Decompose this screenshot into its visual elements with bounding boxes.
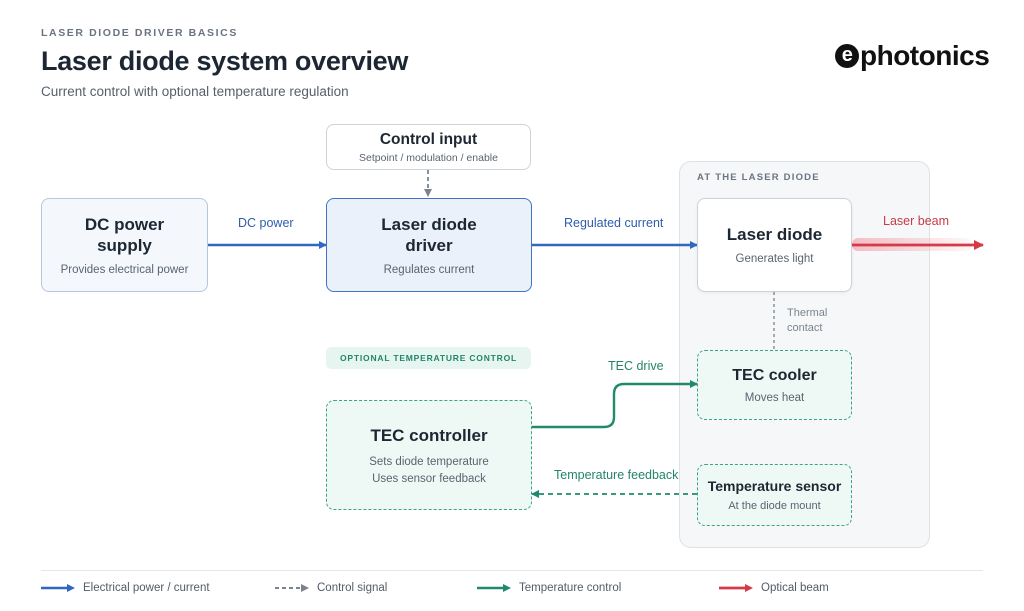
tec-controller-subtitle-1: Sets diode temperature	[369, 455, 489, 468]
laser-diode-driver-title: Laser diode driver	[381, 215, 477, 255]
laser-diode-driver-node[interactable]: Laser diode driver Regulates current	[326, 198, 532, 292]
tec-cooler-node[interactable]: TEC cooler Moves heat	[697, 350, 852, 420]
legend-item-electrical: Electrical power / current	[41, 582, 210, 594]
logo-text: photonics	[860, 40, 990, 71]
legend-item-control: Control signal	[275, 582, 387, 594]
company-logo: e photonics	[835, 40, 990, 72]
legend-electrical-label: Electrical power / current	[83, 582, 210, 594]
page-title: Laser diode system overview	[41, 46, 409, 76]
thermal-contact-label-line-1: Thermal	[787, 307, 828, 319]
thermal-contact-label: Thermal contact	[787, 306, 827, 336]
control-input-subtitle: Setpoint / modulation / enable	[359, 151, 498, 164]
legend-temperature-label: Temperature control	[519, 582, 622, 594]
legend-optical-swatch	[719, 584, 753, 592]
dc-power-supply-node[interactable]: DC power supply Provides electrical powe…	[41, 198, 208, 292]
control-input-node[interactable]: Control input Setpoint / modulation / en…	[326, 124, 531, 170]
laser-diode-title: Laser diode	[726, 225, 823, 244]
optional-temperature-tag: OPTIONAL TEMPERATURE CONTROL	[326, 347, 531, 369]
regulated-current-label: Regulated current	[564, 216, 664, 230]
dc-power-supply-title: DC power supply	[84, 215, 165, 255]
thermal-contact-label-line-2: contact	[787, 322, 823, 334]
temperature-sensor-node[interactable]: Temperature sensor At the diode mount	[697, 464, 852, 526]
legend-electrical-swatch	[41, 584, 75, 592]
legend-optical-label: Optical beam	[761, 582, 829, 594]
logo-mark: e	[835, 44, 859, 68]
temperature-feedback-label: Temperature feedback	[554, 468, 679, 482]
diagram-eyebrow: LASER DIODE DRIVER BASICS	[41, 27, 238, 39]
legend-divider	[41, 570, 983, 571]
laser-diode-group-label: AT THE LASER DIODE	[697, 172, 820, 183]
laser-diode-subtitle: Generates light	[735, 253, 814, 265]
tec-controller-subtitle-2: Uses sensor feedback	[372, 472, 486, 485]
temperature-sensor-title: Temperature sensor	[707, 478, 842, 494]
laser-diode-driver-subtitle: Regulates current	[383, 264, 475, 276]
dc-power-label: DC power	[238, 216, 294, 230]
legend-control-swatch	[275, 584, 309, 592]
tec-drive-arrow	[532, 380, 698, 429]
tec-cooler-title: TEC cooler	[732, 366, 817, 384]
tec-controller-node[interactable]: TEC controller Sets diode temperature Us…	[326, 400, 532, 510]
tec-cooler-subtitle: Moves heat	[744, 391, 805, 404]
legend-item-temperature: Temperature control	[477, 582, 621, 594]
control-input-title: Control input	[379, 130, 478, 148]
dc-power-supply-subtitle: Provides electrical power	[60, 264, 189, 276]
laser-beam-label: Laser beam	[883, 214, 950, 228]
laser-diode-node[interactable]: Laser diode Generates light	[697, 198, 852, 292]
temperature-sensor-subtitle: At the diode mount	[728, 500, 821, 512]
legend-temperature-swatch	[477, 584, 511, 592]
legend-control-label: Control signal	[317, 582, 388, 594]
legend-item-optical: Optical beam	[719, 582, 829, 594]
tec-drive-label: TEC drive	[608, 359, 664, 373]
tec-controller-title: TEC controller	[370, 425, 488, 445]
page-subtitle: Current control with optional temperatur…	[41, 84, 349, 99]
